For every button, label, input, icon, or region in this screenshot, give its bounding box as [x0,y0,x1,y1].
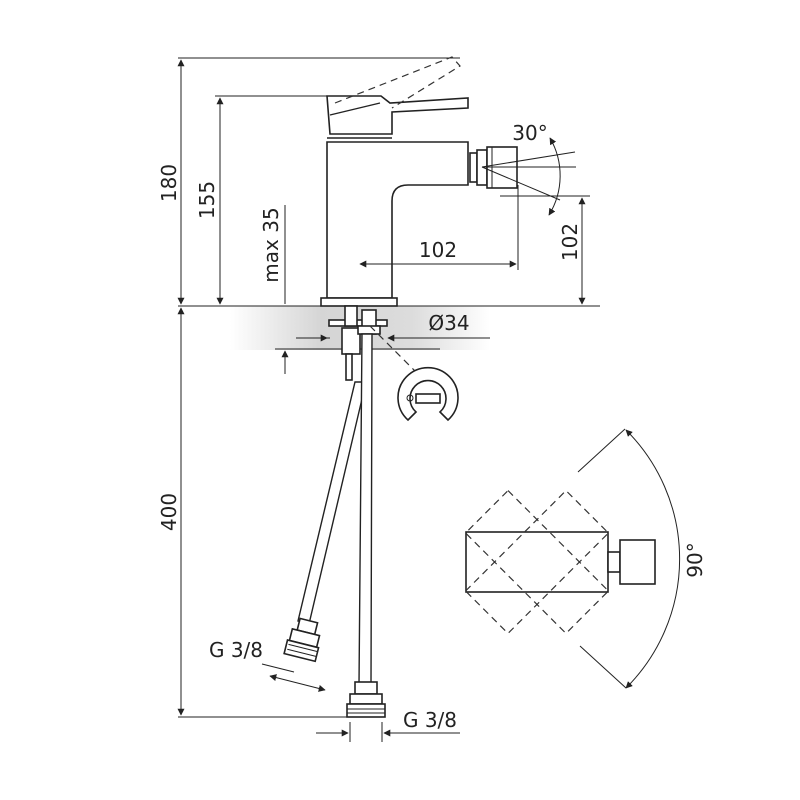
dim-label-nozzle-height: 102 [558,223,582,261]
dim-label-swivel-angle: 30° [512,121,547,145]
dim-label-hose-length: 400 [157,493,181,531]
dim-label-connection-left: G 3/8 [209,638,263,662]
mounting-kit [328,305,459,422]
flexible-hoses [283,333,386,718]
dim-label-max-deck-thickness: max 35 [259,207,283,282]
handle-rotation-top-view [464,428,681,689]
horseshoe-washer-icon [397,366,459,422]
dim-label-spout-reach: 102 [419,238,457,262]
dimension-lines [177,59,586,742]
dim-label-total-height: 180 [157,164,181,202]
faucet-body [320,56,576,307]
dim-label-connection-right: G 3/8 [403,708,457,732]
dim-label-spout-height: 155 [195,181,219,219]
dim-label-hole-diameter: Ø34 [428,311,469,335]
swivel-nozzle [469,146,576,201]
dim-label-handle-rotation: 90° [683,542,707,577]
